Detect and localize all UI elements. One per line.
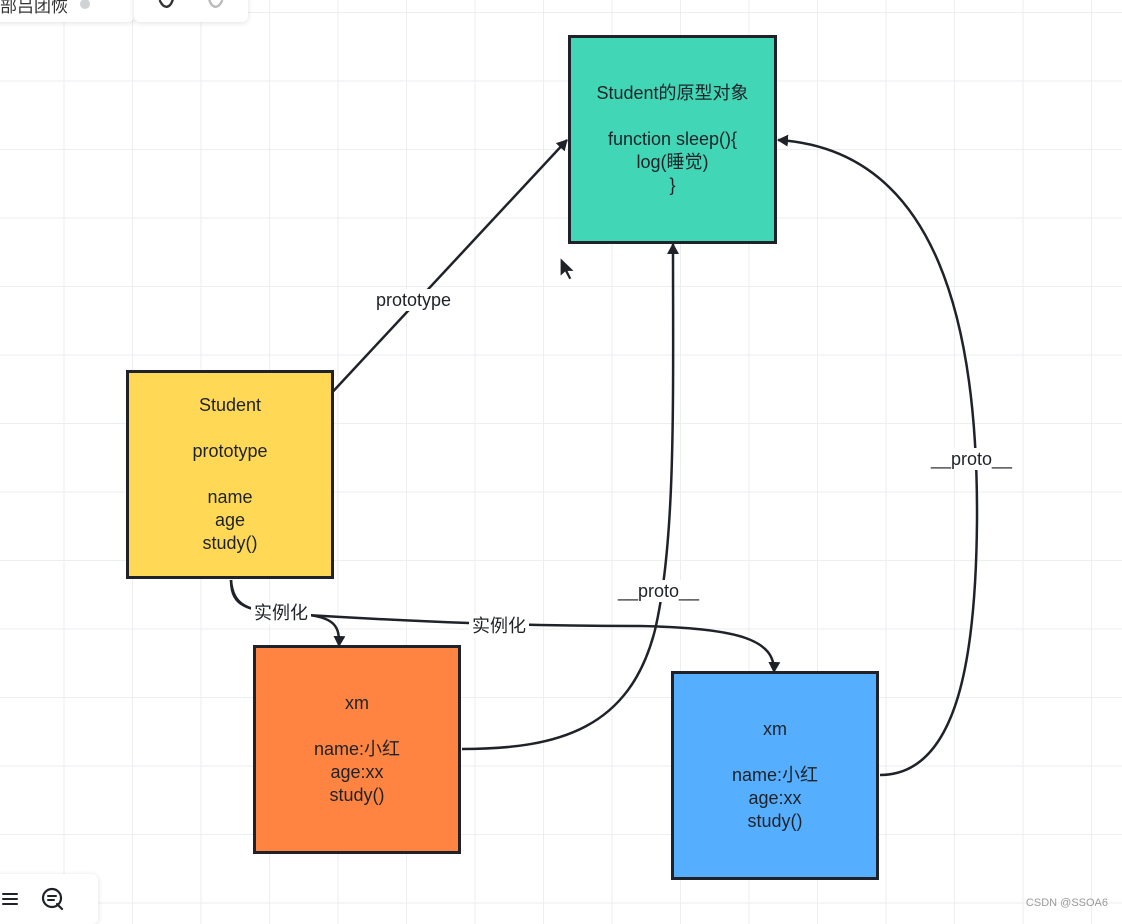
node-text-line: xm bbox=[345, 693, 369, 713]
node-text-line: age:xx bbox=[330, 762, 384, 782]
node-text-line: study() bbox=[202, 533, 258, 553]
proto-connector-xm1[interactable] bbox=[461, 243, 680, 751]
watermark: CSDN @SSOA6 bbox=[1025, 897, 1108, 909]
node-text-line: Student的原型对象 bbox=[596, 83, 749, 103]
node-text-line: function sleep(){ bbox=[607, 129, 738, 149]
menu-icon[interactable] bbox=[2, 891, 18, 907]
node-text-line: } bbox=[669, 175, 676, 195]
node-text-line: name:小红 bbox=[731, 765, 819, 785]
node-text-line: xm bbox=[763, 719, 787, 739]
node-text-line: study() bbox=[747, 811, 803, 831]
info-icon[interactable] bbox=[80, 0, 90, 9]
xm-instance-node-2[interactable]: xm name:小红 age:xx study() bbox=[671, 671, 879, 880]
mouse-cursor-icon bbox=[559, 256, 577, 281]
node-text-line: name bbox=[207, 487, 253, 507]
node-text-line: Student bbox=[198, 395, 262, 415]
node-text-line: prototype bbox=[192, 441, 268, 461]
node-text-line: age:xx bbox=[748, 788, 802, 808]
undo-redo-toolbar bbox=[134, 0, 248, 22]
redo-icon[interactable] bbox=[206, 0, 224, 11]
comment-icon[interactable] bbox=[40, 886, 66, 912]
xm-instance-node-1[interactable]: xm name:小红 age:xx study() bbox=[253, 645, 461, 854]
instantiate-edge-label-2[interactable]: 实例化 bbox=[469, 615, 529, 637]
proto-connector-xm2[interactable] bbox=[777, 134, 979, 777]
undo-icon[interactable] bbox=[158, 0, 176, 11]
proto-edge-label-2[interactable]: __proto__ bbox=[928, 448, 1016, 470]
prototype-edge-label[interactable]: prototype bbox=[373, 289, 455, 311]
instantiate-edge-label-1[interactable]: 实例化 bbox=[251, 602, 311, 624]
proto-edge-label-1[interactable]: __proto__ bbox=[615, 580, 703, 602]
node-text-line: name:小红 bbox=[313, 739, 401, 759]
toolbar-title[interactable]: 部吕团恢 bbox=[0, 0, 68, 16]
student-node[interactable]: Student prototype name age study() bbox=[126, 370, 334, 579]
node-text-line: log(睡觉) bbox=[636, 152, 709, 172]
prototype-object-node[interactable]: Student的原型对象 function sleep(){ log(睡觉) } bbox=[568, 35, 777, 244]
bottom-left-toolbar bbox=[0, 874, 98, 924]
node-text-line: age bbox=[214, 510, 246, 530]
node-text-line: study() bbox=[329, 785, 385, 805]
top-left-toolbar: 部吕团恢 bbox=[0, 0, 134, 22]
